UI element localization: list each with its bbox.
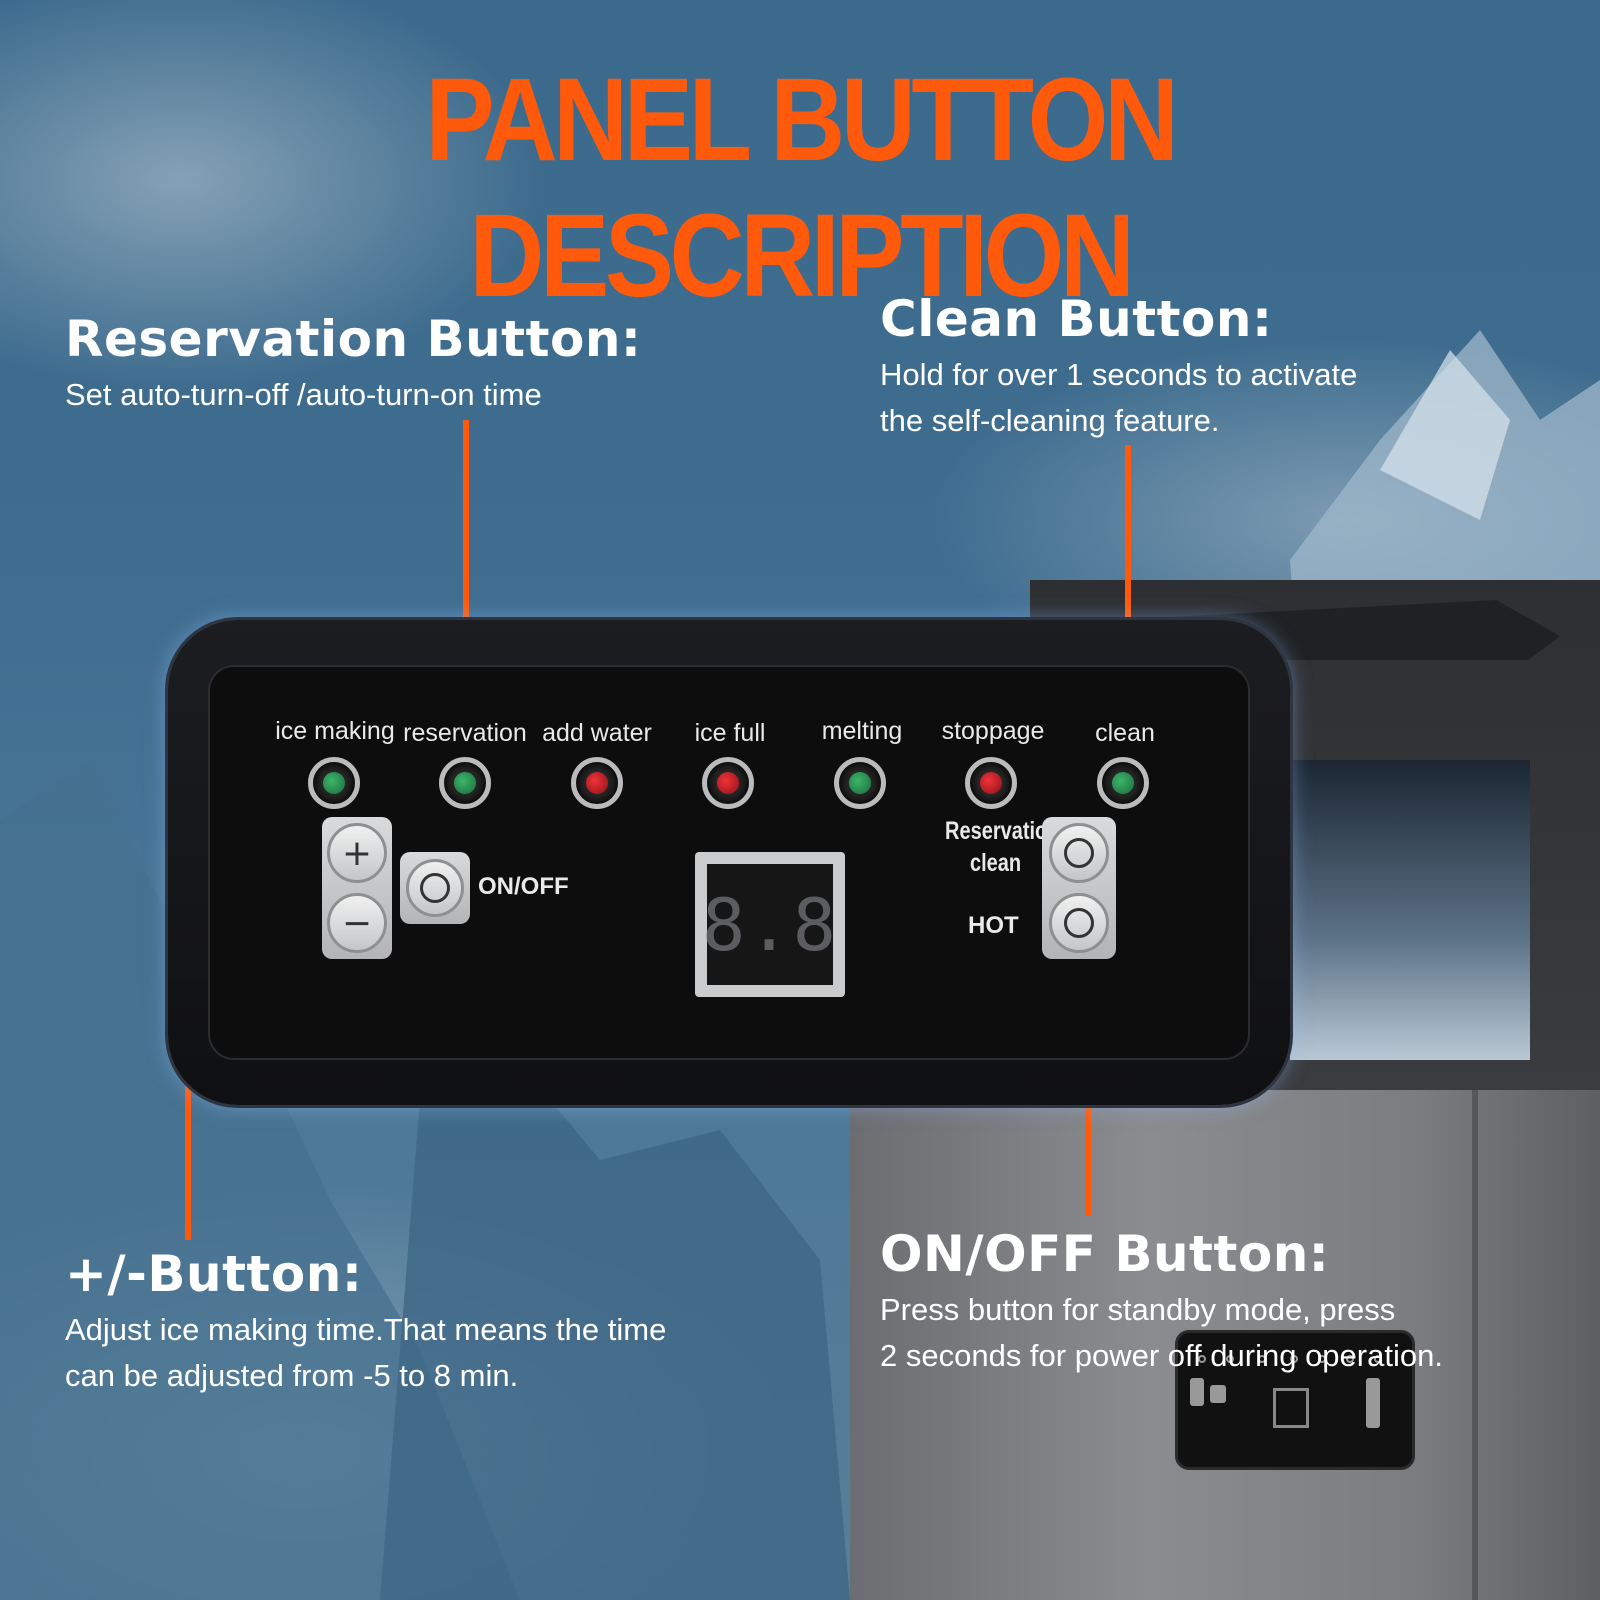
- ice-bin-window: [1290, 760, 1530, 1060]
- indicator-led-stoppage: [965, 757, 1017, 809]
- clean-description-line1: Hold for over 1 seconds to activate: [880, 357, 1358, 392]
- plus-minus-callout: +/-Button: Adjust ice making time.That m…: [65, 1245, 666, 1399]
- digital-display: 8.8: [695, 852, 845, 997]
- reservation-clean-label-line2: clean: [970, 849, 1022, 877]
- indicator-led-clean: [1097, 757, 1149, 809]
- reservation-leader-line: [463, 420, 469, 718]
- control-panel: ice making reservation add water ice ful…: [168, 620, 1290, 1105]
- onoff-description-line1: Press button for standby mode, press: [880, 1292, 1396, 1327]
- indicator-led-ice-full: [702, 757, 754, 809]
- clean-description-line2: the self-cleaning feature.: [880, 403, 1220, 438]
- onoff-ring-icon: [420, 873, 450, 903]
- hot-button[interactable]: [1049, 893, 1109, 953]
- mini-control-panel: [1175, 1330, 1415, 1470]
- onoff-button[interactable]: [406, 859, 464, 917]
- onoff-heading: ON/OFF Button:: [880, 1225, 1330, 1283]
- indicator-led-melting: [834, 757, 886, 809]
- indicator-label-melting: melting: [821, 717, 903, 745]
- indicator-label-ice-making: ice making: [275, 717, 395, 745]
- indicator-led-reservation: [439, 757, 491, 809]
- onoff-description-line2: 2 seconds for power off during operation…: [880, 1338, 1443, 1373]
- ice-machine-edge: [1472, 1090, 1478, 1600]
- plus-minus-description-line2: can be adjusted from -5 to 8 min.: [65, 1358, 519, 1393]
- clean-leader-line: [1125, 445, 1131, 727]
- indicator-label-clean: clean: [1095, 719, 1155, 747]
- reservation-callout: Reservation Button: Set auto-turn-off /a…: [65, 310, 641, 418]
- reservation-description: Set auto-turn-off /auto-turn-on time: [65, 377, 542, 412]
- indicator-label-reservation: reservation: [403, 719, 527, 747]
- clean-callout: Clean Button: Hold for over 1 seconds to…: [880, 290, 1357, 444]
- control-panel-face: ice making reservation add water ice ful…: [208, 665, 1250, 1060]
- reservation-heading: Reservation Button:: [65, 310, 642, 368]
- indicator-label-add-water: add water: [542, 719, 652, 747]
- plus-minus-description-line1: Adjust ice making time.That means the ti…: [65, 1312, 667, 1347]
- indicator-led-add-water: [571, 757, 623, 809]
- onoff-label: ON/OFF: [478, 873, 569, 900]
- page-title: PANEL BUTTON DESCRIPTION: [425, 54, 1179, 322]
- plus-button[interactable]: +: [327, 823, 387, 883]
- reservation-clean-ring-icon: [1064, 838, 1094, 868]
- onoff-callout: ON/OFF Button: Press button for standby …: [880, 1225, 1443, 1379]
- minus-button[interactable]: −: [327, 893, 387, 953]
- plus-minus-heading: +/-Button:: [65, 1245, 363, 1303]
- hot-ring-icon: [1064, 908, 1094, 938]
- hot-label: HOT: [968, 912, 1019, 939]
- plus-icon: +: [341, 832, 373, 874]
- display-digits: 8.8: [702, 864, 836, 985]
- indicator-led-ice-making: [308, 757, 360, 809]
- onoff-leader-vertical-2: [1085, 995, 1091, 1215]
- indicator-label-ice-full: ice full: [694, 719, 766, 747]
- clean-heading: Clean Button:: [880, 290, 1273, 348]
- indicator-label-stoppage: stoppage: [941, 717, 1045, 745]
- minus-icon: −: [341, 902, 373, 944]
- reservation-clean-button[interactable]: [1049, 823, 1109, 883]
